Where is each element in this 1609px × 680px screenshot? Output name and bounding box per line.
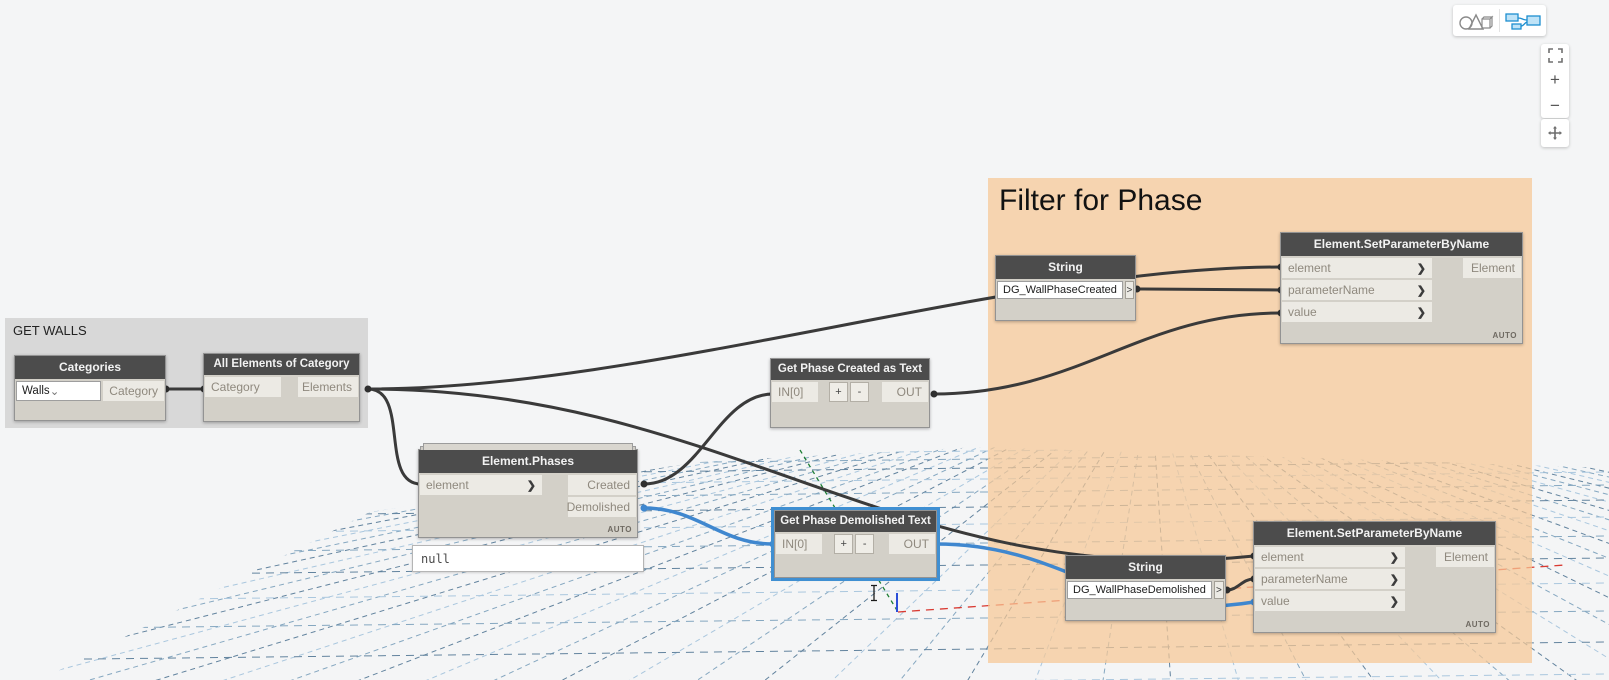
port-chevron-icon: ❯ <box>1389 551 1399 564</box>
fit-view-button[interactable] <box>1547 48 1563 63</box>
port-in-element[interactable]: element ❯ <box>1255 547 1405 567</box>
node-set-parameter-demolished[interactable]: Element.SetParameterByName element ❯ Ele… <box>1253 521 1496 633</box>
string-input[interactable]: DG_WallPhaseDemolished <box>1067 581 1212 599</box>
port-out-elements[interactable]: Elements <box>298 377 358 397</box>
node-set-parameter-created[interactable]: Element.SetParameterByName element ❯ Ele… <box>1280 232 1523 344</box>
remove-input-button[interactable]: - <box>855 534 875 554</box>
port-in-in0[interactable]: IN[0] <box>772 382 818 402</box>
port-out-string[interactable]: > <box>1213 581 1224 599</box>
node-string-created-title[interactable]: String <box>996 256 1135 279</box>
group-filter-for-phase-title[interactable]: Filter for Phase <box>999 184 1203 217</box>
text-cursor-ibeam <box>871 584 877 602</box>
port-out-element[interactable]: Element <box>1463 258 1521 278</box>
node-categories[interactable]: Categories Walls ⌄ Category <box>14 355 166 421</box>
node-get-phase-demolished-title[interactable]: Get Phase Demolished Text <box>775 511 936 532</box>
node-categories-title[interactable]: Categories <box>15 356 165 379</box>
zoom-in-button[interactable]: + <box>1550 70 1560 90</box>
node-get-phase-demolished[interactable]: Get Phase Demolished Text IN[0] + - OUT <box>771 507 940 581</box>
port-in-parametername[interactable]: parameterName ❯ <box>1282 280 1432 300</box>
node-all-elements-title[interactable]: All Elements of Category <box>204 354 359 375</box>
node-string-created[interactable]: String DG_WallPhaseCreated > <box>995 255 1136 321</box>
node-set-parameter-created-title[interactable]: Element.SetParameterByName <box>1281 233 1522 256</box>
port-out-out[interactable]: OUT <box>882 382 928 402</box>
port-chevron-icon: ❯ <box>526 479 536 492</box>
port-in-in0[interactable]: IN[0] <box>776 534 822 554</box>
node-string-demolished-title[interactable]: String <box>1066 556 1225 579</box>
geometry-preview-icon <box>1459 12 1494 30</box>
node-get-phase-created[interactable]: Get Phase Created as Text IN[0] + - OUT <box>770 358 930 428</box>
pan-control <box>1541 119 1569 147</box>
port-out-string[interactable]: > <box>1124 281 1134 299</box>
node-get-phase-created-title[interactable]: Get Phase Created as Text <box>771 359 929 380</box>
zoom-controls: + − <box>1541 44 1569 118</box>
pan-icon[interactable] <box>1547 125 1563 141</box>
port-out-demolished[interactable]: Demolished <box>567 497 636 517</box>
graph-view-button[interactable] <box>1500 5 1546 36</box>
port-chevron-icon: ❯ <box>1416 284 1426 297</box>
lacing-indicator[interactable]: AUTO <box>607 525 632 534</box>
port-in-category[interactable]: Category <box>205 377 281 397</box>
port-chevron-icon: ❯ <box>1416 306 1426 319</box>
port-in-parametername[interactable]: parameterName ❯ <box>1255 569 1405 589</box>
port-chevron-icon: ❯ <box>1416 262 1426 275</box>
toolbar-divider <box>1499 9 1500 32</box>
categories-dropdown[interactable]: Walls ⌄ <box>16 381 102 401</box>
fit-view-icon <box>1547 48 1563 63</box>
view-mode-toolbar <box>1453 5 1546 36</box>
lacing-indicator[interactable]: AUTO <box>1492 331 1517 340</box>
port-out-out[interactable]: OUT <box>889 534 935 554</box>
origin-axes <box>799 449 1566 613</box>
group-get-walls-title[interactable]: GET WALLS <box>13 323 87 338</box>
zoom-out-button[interactable]: − <box>1550 95 1560 115</box>
node-string-demolished[interactable]: String DG_WallPhaseDemolished > <box>1065 555 1226 621</box>
port-in-value[interactable]: value ❯ <box>1255 591 1405 611</box>
add-input-button[interactable]: + <box>834 534 854 554</box>
port-in-element[interactable]: element ❯ <box>1282 258 1432 278</box>
lacing-indicator[interactable]: AUTO <box>1465 620 1490 629</box>
add-input-button[interactable]: + <box>828 382 848 402</box>
port-out-element[interactable]: Element <box>1436 547 1494 567</box>
geometry-preview-button[interactable] <box>1453 5 1499 36</box>
port-chevron-icon: ❯ <box>1389 573 1399 586</box>
node-element-phases-title[interactable]: Element.Phases <box>419 450 637 473</box>
port-out-created[interactable]: Created <box>568 475 636 495</box>
string-input[interactable]: DG_WallPhaseCreated <box>997 281 1123 299</box>
node-set-parameter-demolished-title[interactable]: Element.SetParameterByName <box>1254 522 1495 545</box>
preview-bubble-null[interactable]: null <box>412 545 644 572</box>
node-element-phases[interactable]: Element.Phases element ❯ Created Demolis… <box>418 443 638 538</box>
graph-view-icon <box>1505 12 1541 30</box>
node-all-elements-of-category[interactable]: All Elements of Category Category Elemen… <box>203 353 360 422</box>
dropdown-chevron-icon: ⌄ <box>49 386 60 398</box>
remove-input-button[interactable]: - <box>849 382 869 402</box>
port-in-value[interactable]: value ❯ <box>1282 302 1432 322</box>
port-chevron-icon: ❯ <box>1389 595 1399 608</box>
port-in-element[interactable]: element ❯ <box>420 475 542 495</box>
port-out-category[interactable]: Category <box>103 381 164 401</box>
